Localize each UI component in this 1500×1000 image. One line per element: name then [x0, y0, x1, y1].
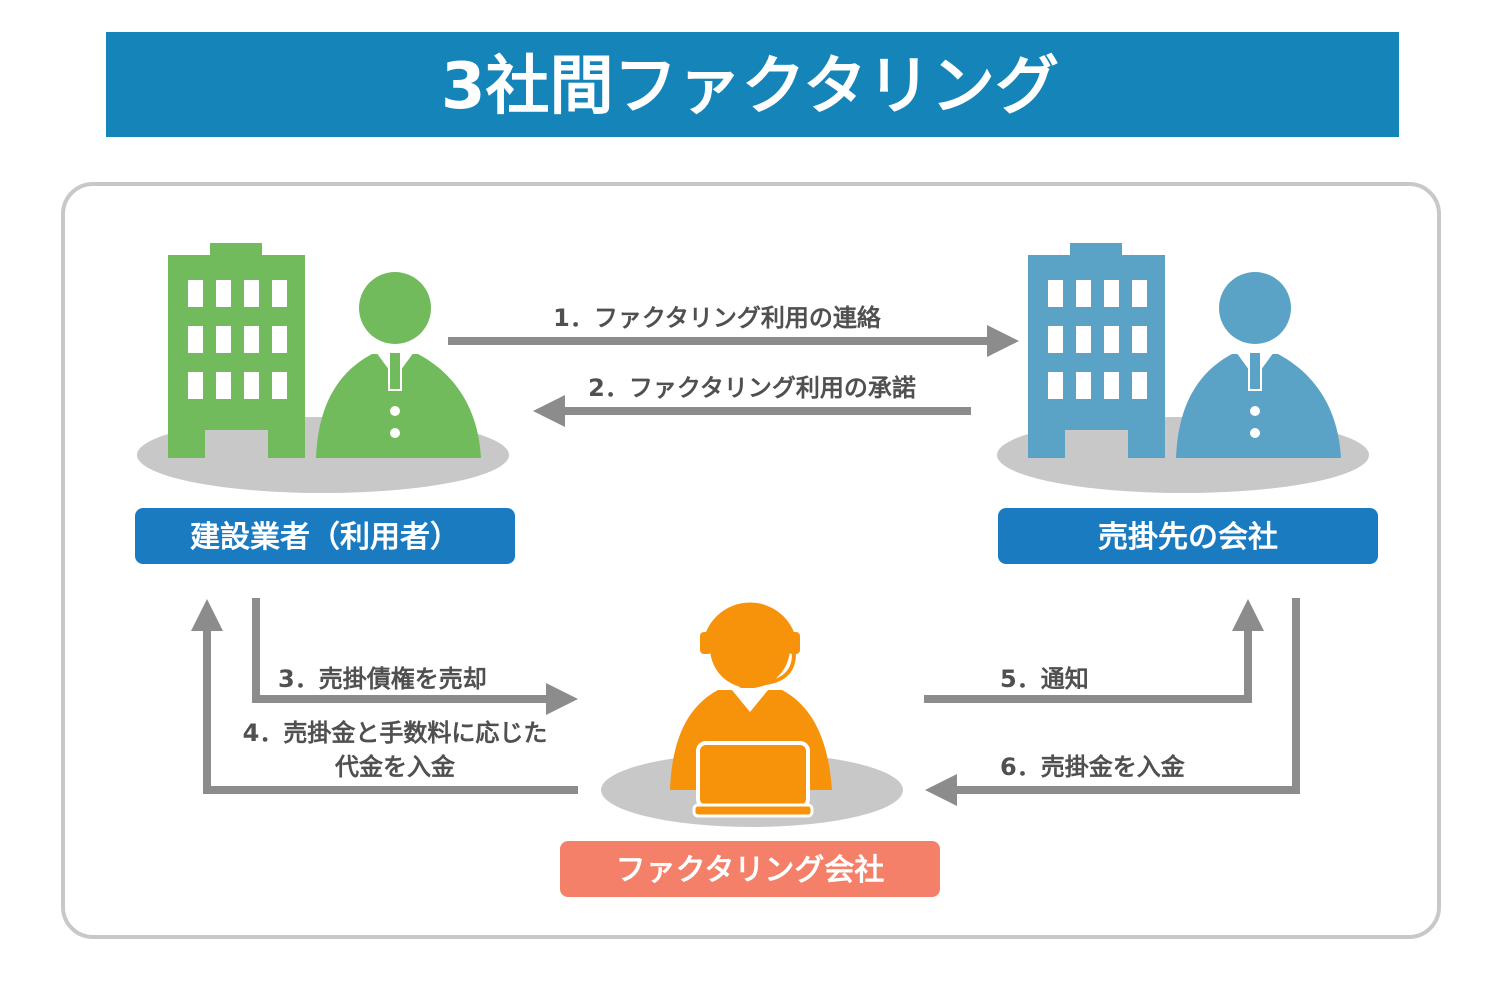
building-icon: [168, 243, 305, 458]
step-3-label: 3．売掛債権を売却: [278, 665, 487, 693]
arrow-step-5: [924, 599, 1264, 703]
step-2-label: 2．ファクタリング利用の承諾: [588, 374, 916, 402]
step-4-label-line2: 代金を入金: [334, 753, 456, 781]
person-icon: [1176, 272, 1341, 458]
debtor-label-box: [998, 508, 1378, 564]
building-icon: [1028, 243, 1165, 458]
factoring-company-label: ファクタリング会社: [616, 853, 885, 888]
factoring-company-illustration: [601, 602, 903, 827]
arrow-step-6: [925, 598, 1300, 806]
contractor-label-box: [135, 508, 515, 564]
debtor-label: 売掛先の会社: [1098, 520, 1278, 555]
page-title: 3社間ファクタリング: [441, 50, 1059, 124]
title-banner: [106, 32, 1399, 137]
debtor-illustration: [997, 243, 1369, 493]
step-1-label: 1．ファクタリング利用の連絡: [553, 304, 882, 332]
laptop-icon: [692, 741, 814, 818]
arrow-step-4: [191, 599, 578, 794]
person-icon: [316, 272, 481, 458]
contractor-illustration: [137, 243, 509, 493]
step-6-label: 6．売掛金を入金: [1000, 753, 1186, 781]
step-4-label-line1: 4．売掛金と手数料に応じた: [243, 719, 548, 747]
arrow-step-3: [252, 598, 578, 715]
contractor-label: 建設業者（利用者）: [190, 520, 460, 555]
step-5-label: 5．通知: [1000, 665, 1089, 693]
factoring-company-label-box: [560, 841, 940, 897]
